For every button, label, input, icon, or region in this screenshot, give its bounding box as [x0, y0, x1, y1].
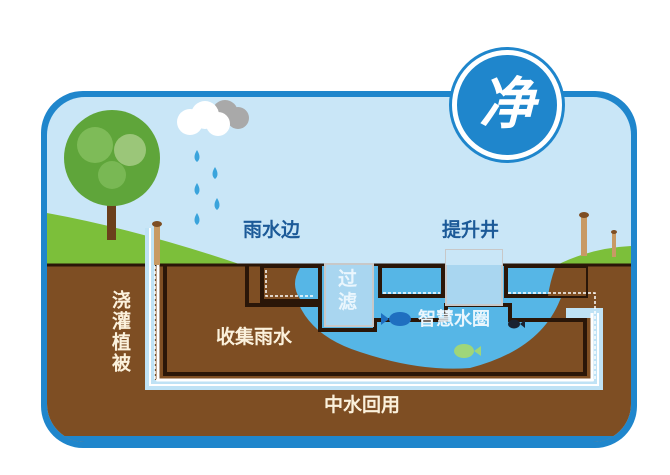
- rain-drop-icon: [194, 150, 220, 225]
- fish-icon: [508, 319, 525, 329]
- middle-chamber: [378, 264, 445, 298]
- collection-chamber: [163, 265, 587, 376]
- label-irrigate-vegetation: 浇灌植被: [109, 290, 131, 374]
- label-reclaimed-water-reuse: 中水回用: [324, 394, 401, 416]
- vent-post-icon: [579, 212, 589, 256]
- tree-icon: [64, 110, 160, 240]
- label-lift-well: 提升井: [442, 219, 500, 241]
- cloud-icon: [177, 100, 249, 136]
- vent-post-icon: [611, 230, 617, 257]
- vent-post-icon: [152, 221, 162, 265]
- clean-badge: 净: [452, 50, 562, 160]
- label-smart-water-circle: 智慧水圈: [418, 309, 490, 330]
- fish-icon: [454, 344, 481, 358]
- badge-char: 净: [479, 72, 535, 137]
- label-filter-1: 过: [338, 268, 358, 290]
- label-collect-rain: 收集雨水: [216, 326, 293, 348]
- fish-icon: [381, 312, 411, 326]
- label-filter-2: 滤: [338, 291, 358, 313]
- filter-box: [324, 263, 374, 327]
- label-rain-side: 雨水边: [243, 219, 301, 241]
